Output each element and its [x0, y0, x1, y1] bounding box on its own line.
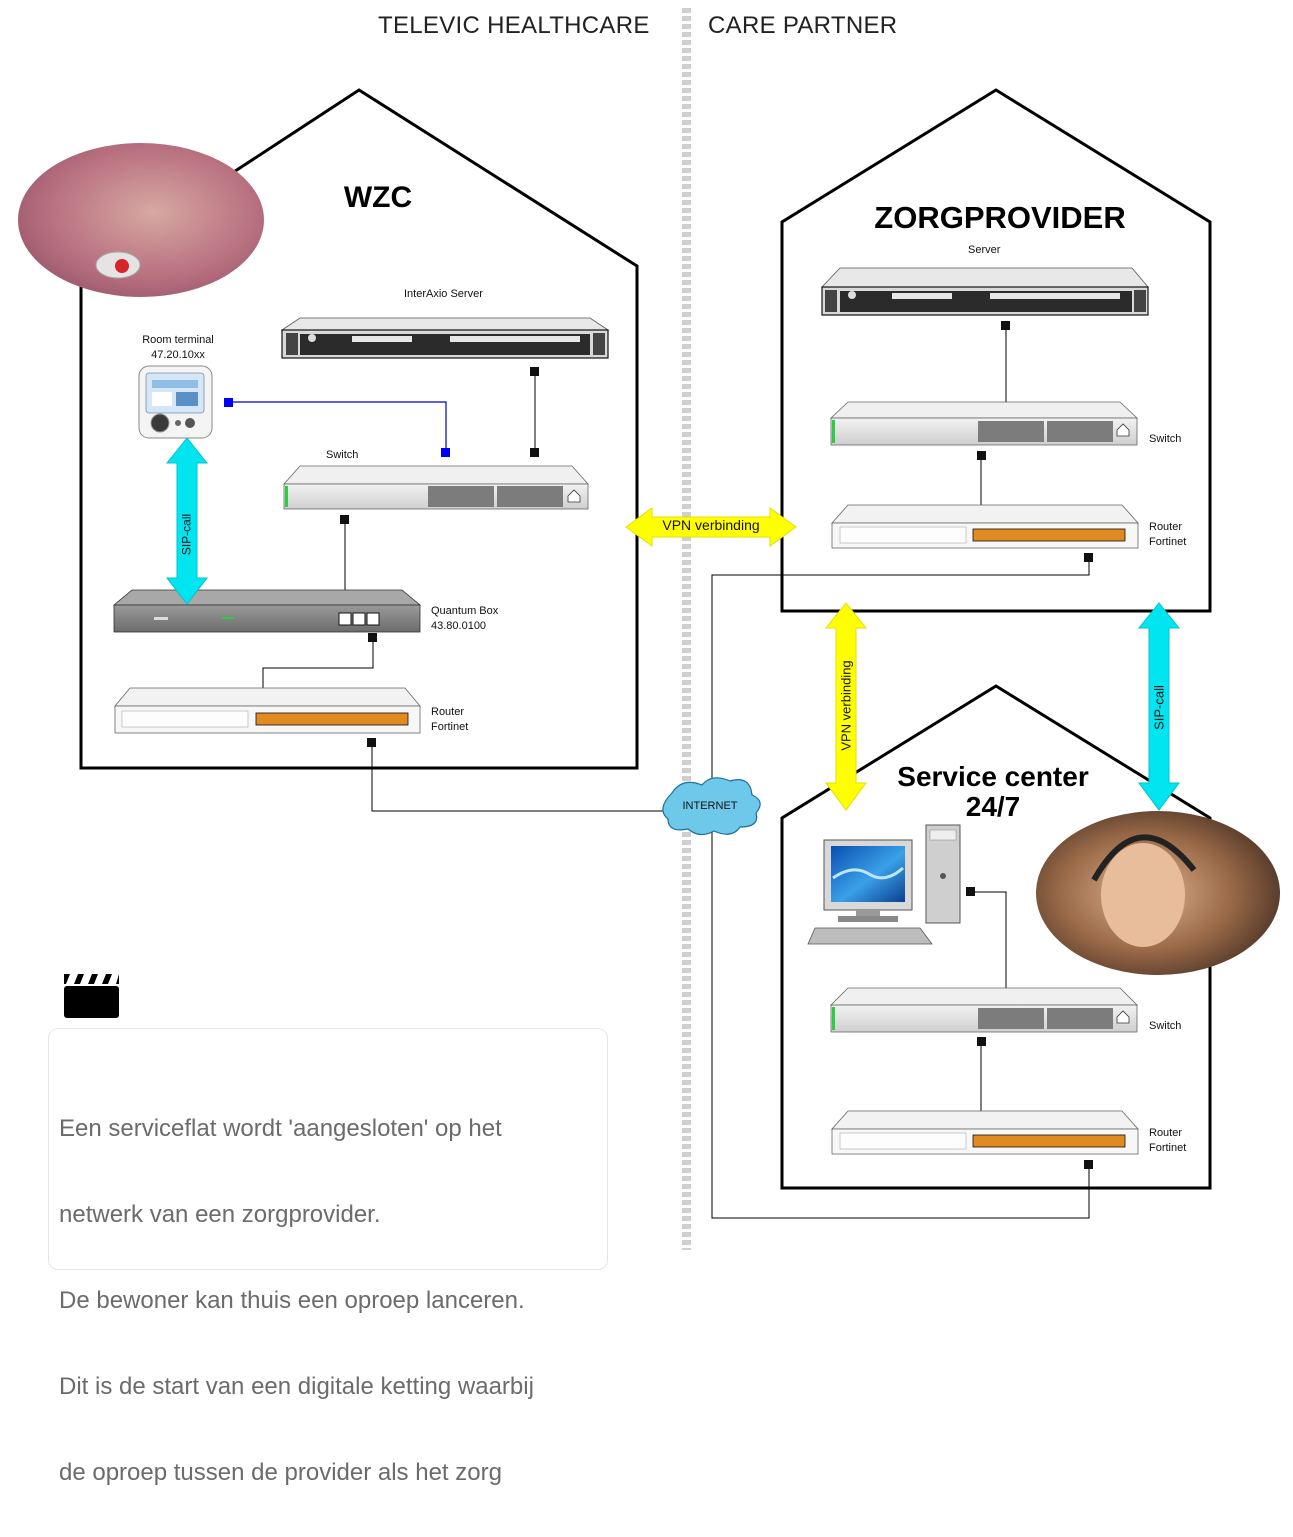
- caption-text: Een serviceflat wordt 'aangesloten' op h…: [59, 1064, 604, 1537]
- caption-line-2: netwerk van een zorgprovider.: [59, 1201, 381, 1228]
- header-right: CARE PARTNER: [708, 12, 898, 39]
- label-switch-sc: Switch: [1149, 1020, 1182, 1032]
- server-icon: [821, 267, 1149, 316]
- quantum-box-name: Quantum Box: [431, 605, 499, 617]
- center-divider: [682, 8, 691, 1250]
- caption-line-4: Dit is de start van een digitale ketting…: [59, 1373, 534, 1400]
- label-router-wzc: Router Fortinet: [431, 705, 468, 735]
- service-center-line1: Service center: [897, 761, 1089, 792]
- network-diagram: TELEVIC HEALTHCARE CARE PARTNER WZC ZORG…: [18, 8, 1280, 1486]
- router-icon: [114, 687, 421, 734]
- label-sip-call-left: SIP-call: [179, 513, 194, 556]
- router-sc-brand: Fortinet: [1149, 1142, 1187, 1154]
- port: [368, 633, 377, 642]
- blue-wire: [228, 401, 447, 453]
- cloud-icon: [662, 777, 761, 836]
- router-icon: [831, 504, 1139, 549]
- house-service-center: [780, 684, 1212, 1190]
- label-sip-call-right: SIP-call: [1151, 685, 1167, 730]
- house-wzc: [79, 88, 639, 770]
- port: [977, 451, 986, 460]
- port: [530, 448, 539, 457]
- operator-photo: [1036, 811, 1280, 975]
- label-router-sc: Router Fortinet: [1149, 1126, 1186, 1156]
- clapperboard-icon[interactable]: [64, 974, 119, 1018]
- house-title-service-center: Service center 24/7: [862, 762, 1124, 822]
- switch-icon: [283, 465, 589, 510]
- label-vpn-vertical: VPN verbinding: [838, 660, 854, 751]
- resident-photo: [18, 143, 264, 297]
- label-router-zorg: Router Fortinet: [1149, 520, 1186, 550]
- wire-router-internet: [371, 743, 668, 812]
- label-interaxio-server: InterAxio Server: [404, 288, 483, 300]
- router-zorg-brand: Fortinet: [1149, 536, 1187, 548]
- label-server-zorg: Server: [968, 244, 1001, 256]
- sip-call-arrow-left: [165, 437, 209, 605]
- server-icon: [280, 317, 610, 359]
- caption-line-3: De bewoner kan thuis een oproep lanceren…: [59, 1287, 525, 1314]
- port-terminal: [224, 398, 233, 407]
- house-title-wzc: WZC: [343, 181, 413, 214]
- room-terminal-device[interactable]: [138, 365, 213, 439]
- room-terminal-name: Room terminal: [142, 334, 214, 346]
- vpn-arrow-horizontal: [625, 507, 797, 547]
- label-room-terminal: Room terminal 47.20.10xx: [142, 333, 214, 363]
- computer-icon: [807, 824, 961, 945]
- router-wzc-name: Router: [431, 706, 465, 718]
- port: [1001, 321, 1010, 330]
- caption-card: [48, 1028, 608, 1270]
- caption-line-1: Een serviceflat wordt 'aangesloten' op h…: [59, 1115, 502, 1142]
- wire-quantum-router: [262, 637, 374, 703]
- router-zorg-name: Router: [1149, 521, 1183, 533]
- vpn-arrow-vertical: [824, 602, 868, 811]
- diagram-canvas: [18, 8, 1280, 1250]
- wire-pc-switch: [970, 891, 1007, 997]
- port: [1084, 553, 1093, 562]
- wire-internet-routers: [711, 558, 1090, 1219]
- house-zorgprovider: [780, 88, 1212, 613]
- router-icon: [831, 1110, 1139, 1155]
- router-wzc-brand: Fortinet: [431, 721, 469, 733]
- port: [977, 1037, 986, 1046]
- service-center-line2: 24/7: [965, 791, 1021, 822]
- label-internet: INTERNET: [682, 800, 738, 812]
- switch-icon: [829, 401, 1139, 446]
- sip-call-arrow-right: [1137, 602, 1181, 811]
- caption-line-5: de oproep tussen de provider als het zor…: [59, 1459, 502, 1486]
- header-left: TELEVIC HEALTHCARE: [378, 12, 650, 39]
- house-title-zorgprovider: ZORGPROVIDER: [874, 200, 1126, 235]
- quantum-box-id: 43.80.0100: [431, 620, 487, 632]
- port: [1084, 1160, 1093, 1169]
- quantum-box-device: [112, 589, 422, 633]
- port: [367, 738, 376, 747]
- router-sc-name: Router: [1149, 1127, 1183, 1139]
- label-vpn-horizontal: VPN verbinding: [662, 517, 760, 533]
- port: [966, 887, 975, 896]
- label-quantum-box: Quantum Box 43.80.0100: [431, 604, 498, 634]
- label-switch-wzc: Switch: [326, 449, 359, 461]
- room-terminal-id: 47.20.10xx: [151, 349, 205, 361]
- port-switch-blue: [441, 448, 450, 457]
- port: [340, 515, 349, 524]
- port: [530, 367, 539, 376]
- label-switch-zorg: Switch: [1149, 433, 1182, 445]
- switch-icon: [830, 987, 1138, 1033]
